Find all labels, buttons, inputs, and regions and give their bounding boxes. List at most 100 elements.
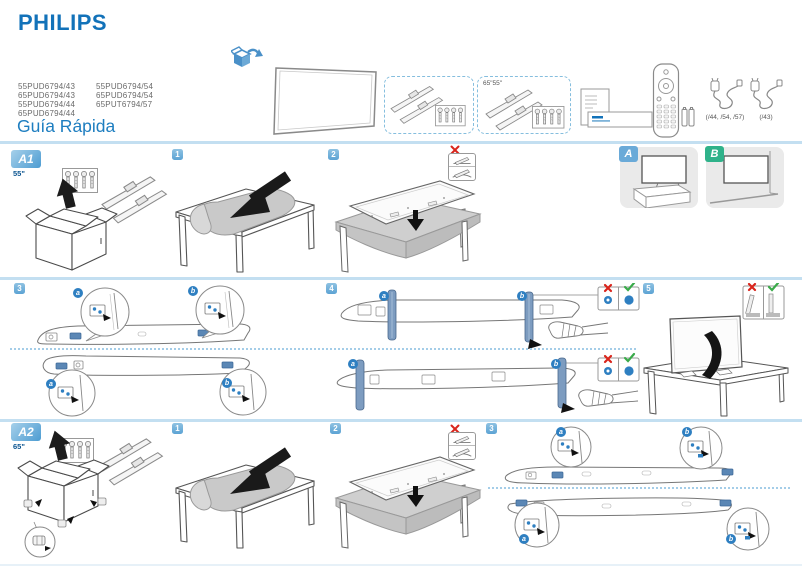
divider (0, 564, 802, 566)
callout-b-dot: b (726, 534, 736, 544)
padded-surface-icon (452, 448, 472, 458)
tv-facedown-illustration (334, 456, 482, 549)
callout-a-circle (550, 426, 592, 468)
placement-warning (448, 145, 476, 185)
divider (0, 419, 802, 422)
screws-icon (532, 105, 565, 129)
model-number: 55PUD6794/54 (96, 82, 154, 91)
callout-a-circle (48, 369, 96, 417)
model-number: 65PUD6794/54 (96, 91, 154, 100)
option-a-badge: A (619, 146, 638, 162)
remote-control-illustration (652, 63, 695, 138)
model-number: 55PUD6794/44 (18, 100, 76, 109)
quick-guide-title: Guía Rápida (17, 116, 116, 136)
wrong-surface-icon (449, 436, 475, 446)
place-arrow-icon (230, 447, 292, 494)
dashed-separator (10, 348, 636, 350)
step-1-badge: 1 (172, 423, 183, 434)
callout-a-dot: a (379, 291, 389, 301)
wrong-surface-icon (449, 157, 475, 167)
step-3-illustration (37, 285, 267, 417)
screw-check-box (596, 352, 640, 383)
step-2-badge: 2 (330, 423, 341, 434)
screws-icon (434, 105, 466, 127)
tv-panel-illustration (273, 67, 377, 135)
error-x-icon (450, 145, 460, 155)
callout-a-dot: a (556, 427, 566, 437)
open-box-icon (25, 175, 118, 271)
tv-facedown-illustration (334, 180, 482, 273)
step-4-badge: 4 (326, 283, 337, 294)
callout-b-dot: b (188, 286, 198, 296)
callout-b-circle (195, 285, 245, 339)
model-number: 65PUD6794/43 (18, 91, 76, 100)
down-arrow-icon (407, 210, 424, 231)
option-b-badge: B (705, 146, 724, 162)
unboxing-icon (231, 46, 263, 67)
callout-b-dot: b (222, 378, 232, 388)
table-blanket-illustration (175, 447, 315, 549)
place-arrow-icon (230, 171, 292, 218)
clip-callout-circle (24, 521, 56, 558)
rotate-arrow-icon (702, 331, 722, 379)
a2-unbox-illustration (17, 430, 163, 558)
tv-upright-icon (669, 315, 743, 378)
tv-on-wall-icon (709, 151, 779, 204)
option-b-panel (706, 147, 784, 208)
screw-check-box (596, 283, 640, 312)
callout-a-dot: a (348, 359, 358, 369)
callout-b-circle (679, 426, 723, 470)
step-3-badge: 3 (14, 283, 25, 294)
cable-a-label: (/44, /54, /57) (705, 114, 745, 121)
tv-on-stand-icon (632, 155, 692, 208)
callout-a-dot: a (73, 288, 83, 298)
stand-feet-icon (390, 86, 443, 124)
model-number: 65PUT6794/57 (96, 100, 153, 109)
stand-size-label: 65"55" (483, 80, 503, 87)
a1-size-label: 55" (13, 169, 25, 178)
model-number: 55PUD6794/43 (18, 82, 76, 91)
callout-a-dot: a (519, 534, 529, 544)
power-cable-a-illustration (710, 78, 743, 110)
batteries-icon (681, 107, 695, 127)
power-cable-b-illustration (750, 78, 783, 110)
cable-b-label: (/43) (759, 114, 773, 121)
model-list-col2: 55PUD6794/54 65PUD6794/54 65PUT6794/57 (96, 82, 153, 109)
step-3-badge: 3 (486, 423, 497, 434)
callout-a-circle (80, 287, 130, 342)
padded-surface-icon (452, 169, 472, 179)
callout-b-dot: b (551, 359, 561, 369)
callout-b-dot: b (517, 291, 527, 301)
tv-back-icon (348, 456, 476, 501)
step-3b-illustration (504, 426, 770, 551)
open-box-icon (17, 430, 110, 523)
stand-parts-box-small (384, 76, 474, 134)
tilt-check-box (742, 283, 785, 320)
step-1-badge: 1 (172, 149, 183, 160)
quick-start-guide-booklet (580, 88, 653, 128)
hand-icon (548, 321, 609, 339)
philips-logo: PHILIPS (18, 10, 108, 35)
a2-size-label: 65" (13, 442, 25, 451)
model-number: 65PUD6794/44 (18, 109, 76, 118)
step-2-badge: 2 (328, 149, 339, 160)
step-4-illustration (336, 283, 640, 413)
error-x-icon (450, 424, 460, 434)
placement-warning (448, 424, 476, 464)
step-5-badge: 5 (643, 283, 654, 294)
section-a2-badge: A2 (11, 423, 41, 441)
stand-bar-icon (355, 357, 567, 411)
a1-unbox-illustration (25, 168, 167, 271)
model-list-col1: 55PUD6794/43 65PUD6794/43 55PUD6794/44 6… (18, 82, 75, 118)
dashed-separator (488, 487, 790, 489)
down-arrow-icon (407, 486, 424, 507)
callout-b-circle (219, 368, 267, 416)
step-5-illustration (643, 283, 789, 417)
divider (0, 141, 802, 144)
stand-feet-icon (97, 438, 163, 486)
callout-b-circle (726, 507, 770, 551)
section-a1-badge: A1 (11, 150, 41, 168)
corner-clip-icon (23, 497, 107, 528)
callout-a-dot: a (46, 379, 56, 389)
